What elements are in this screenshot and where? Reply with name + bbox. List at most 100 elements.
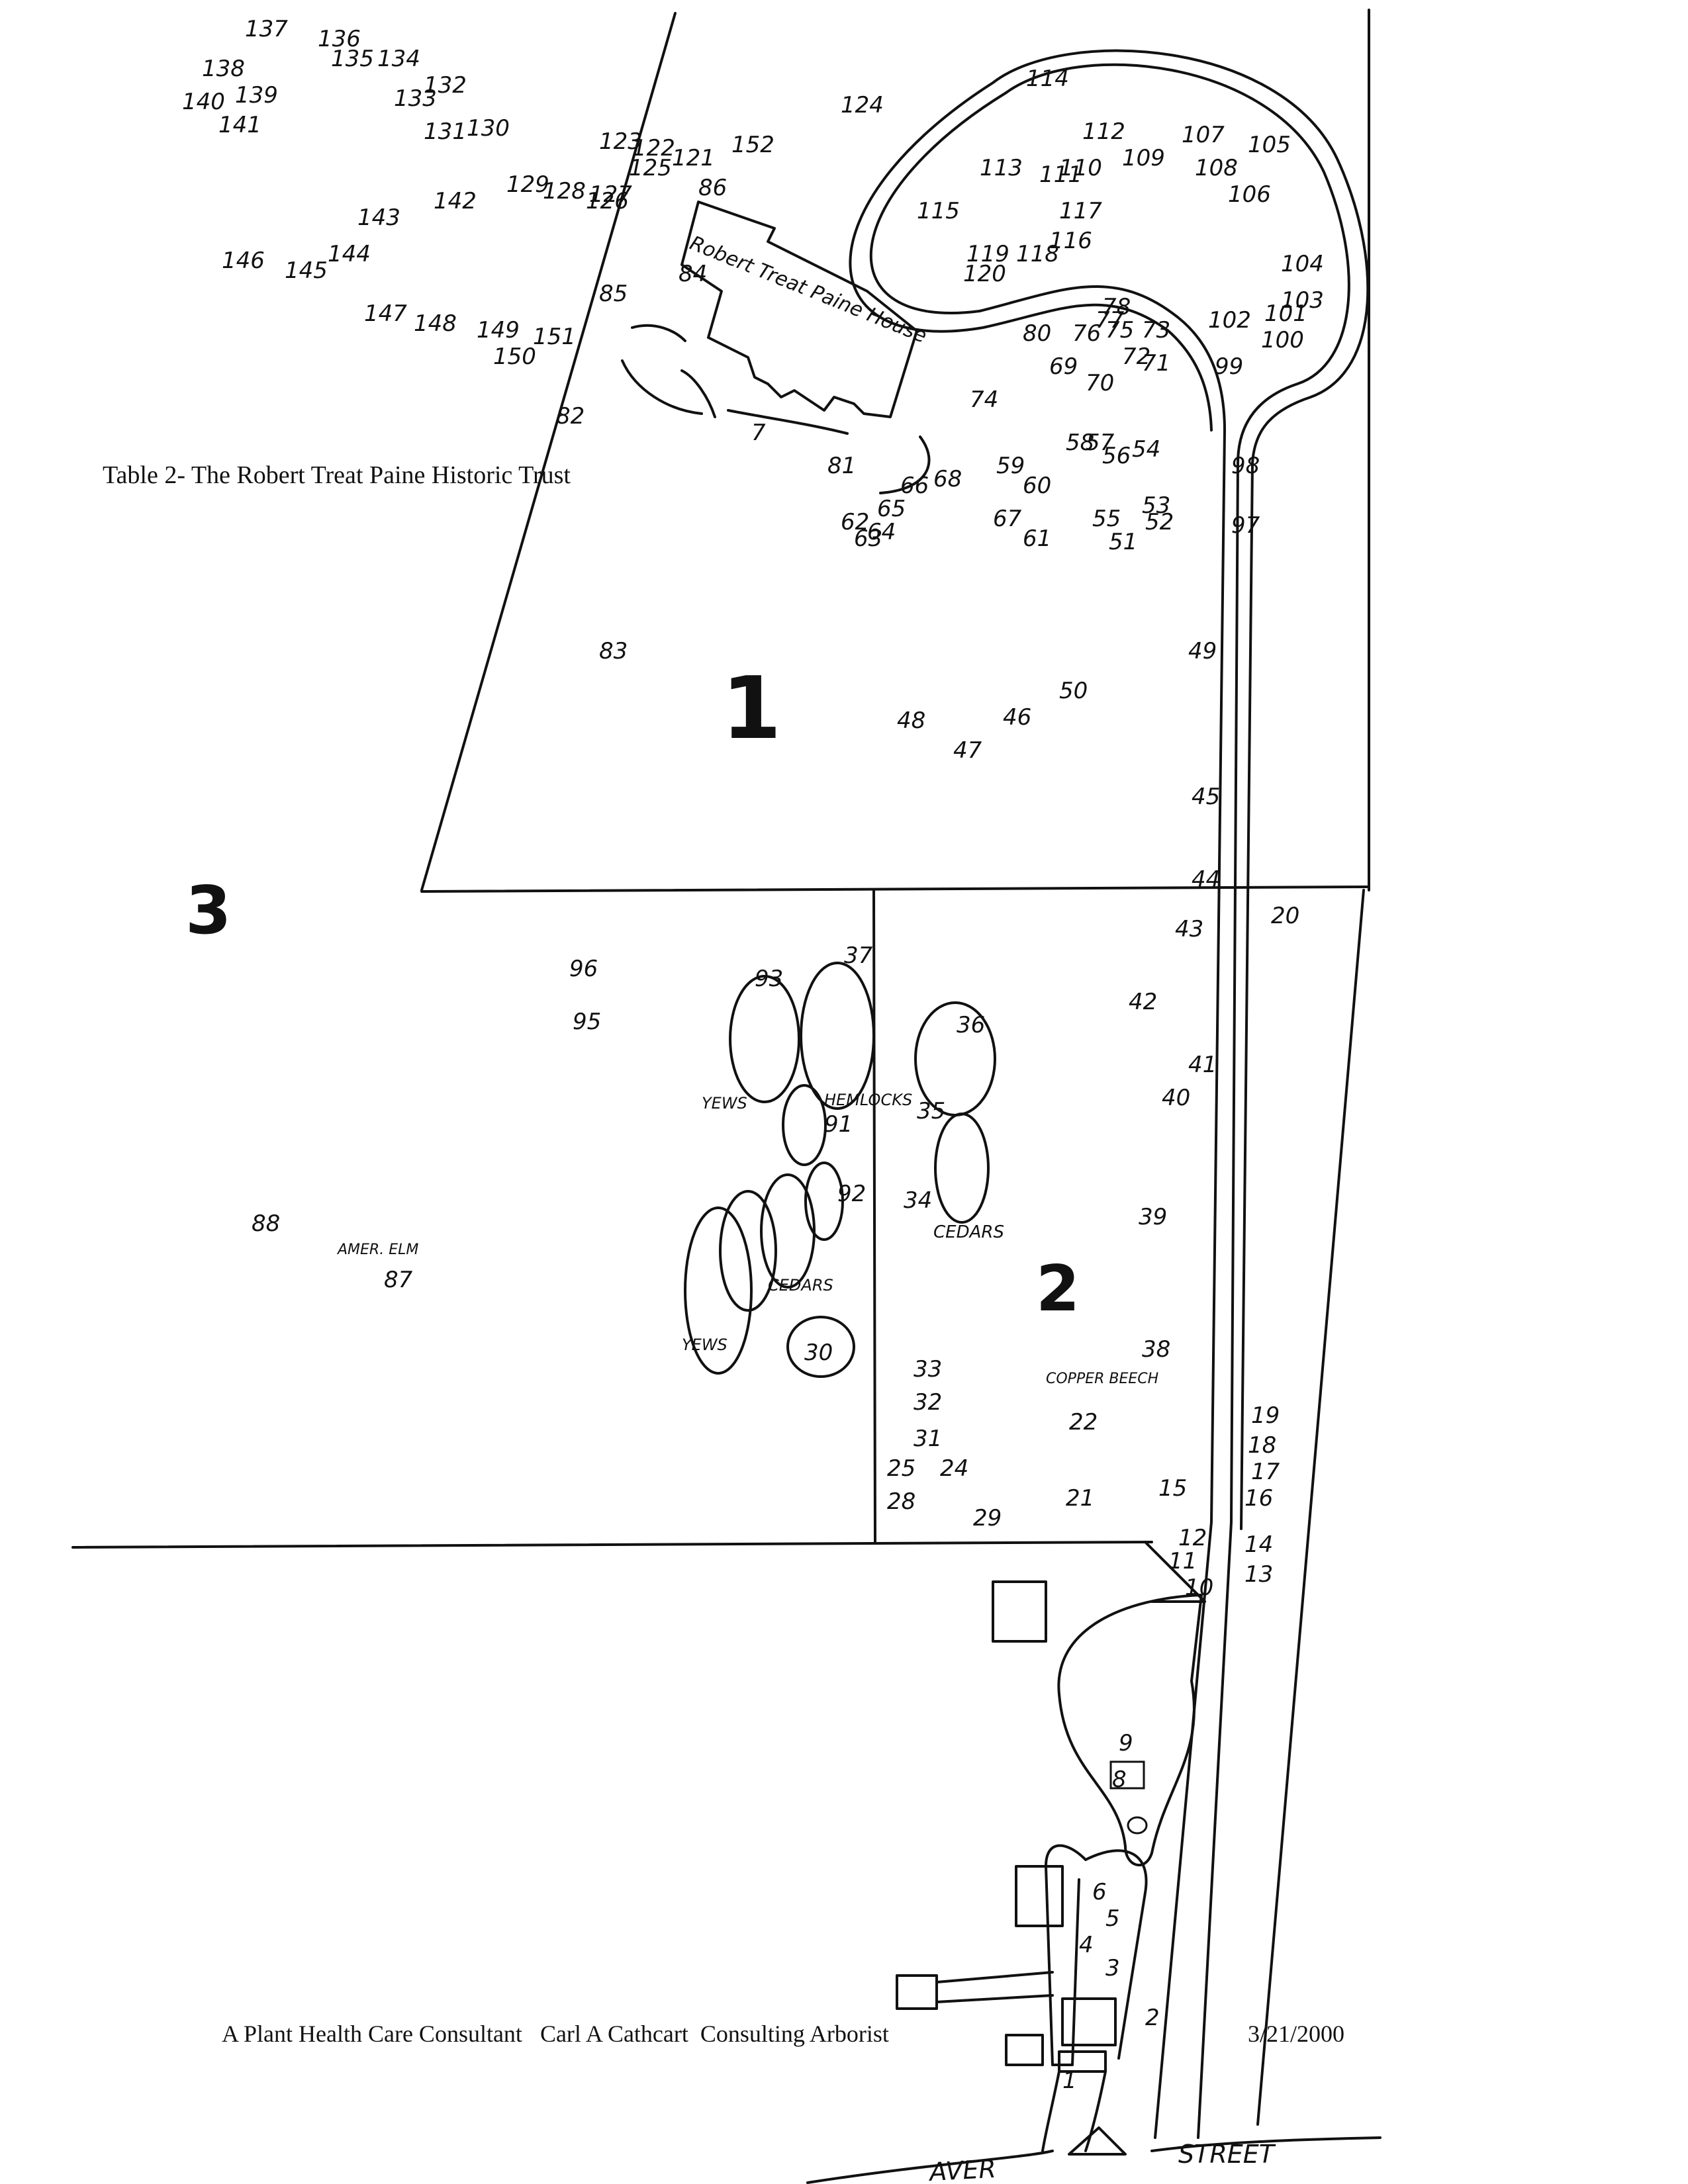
street: [806, 2136, 1382, 2184]
tree-number-34: 34: [904, 1187, 932, 1214]
tree-groups: [684, 962, 996, 1378]
tree-number-128: 128: [543, 178, 586, 205]
tree-number-50: 50: [1059, 678, 1088, 704]
tree-number-58: 58: [1066, 430, 1094, 456]
tree-number-126: 126: [586, 188, 629, 214]
tree-number-73: 73: [1142, 317, 1170, 343]
tree-number-104: 104: [1281, 251, 1324, 277]
tree-number-76: 76: [1072, 320, 1101, 347]
tree-number-141: 141: [218, 112, 261, 138]
robert-treat-paine-house: Robert Treat Paine House: [621, 201, 931, 494]
tree-number-2: 2: [1145, 2005, 1160, 2031]
tree-number-110: 110: [1059, 155, 1102, 181]
tree-number-125: 125: [629, 155, 672, 181]
tree-number-83: 83: [599, 638, 628, 664]
tree-number-45: 45: [1192, 784, 1220, 810]
tree-number-131: 131: [424, 118, 467, 145]
tree-number-51: 51: [1109, 529, 1137, 555]
tree-number-24: 24: [940, 1455, 968, 1482]
tree-number-13: 13: [1244, 1561, 1273, 1588]
tree-number-46: 46: [1003, 704, 1031, 731]
tree-number-114: 114: [1026, 66, 1069, 92]
tree-number-25: 25: [887, 1455, 915, 1482]
tree-number-6: 6: [1092, 1879, 1107, 1905]
tree-number-116: 116: [1049, 228, 1092, 254]
tree-number-28: 28: [887, 1488, 915, 1515]
tree-number-69: 69: [1049, 353, 1078, 380]
tree-number-38: 38: [1142, 1336, 1170, 1363]
tree-number-75: 75: [1105, 317, 1134, 343]
tree-number-71: 71: [1142, 350, 1170, 377]
tree-number-62: 62: [841, 509, 869, 535]
tree-number-70: 70: [1086, 370, 1114, 396]
tree-number-78: 78: [1102, 294, 1131, 320]
tree-number-80: 80: [1023, 320, 1051, 347]
tree-number-115: 115: [917, 198, 960, 224]
tree-number-92: 92: [837, 1181, 866, 1207]
tree-number-43: 43: [1175, 916, 1203, 942]
tree-number-101: 101: [1264, 300, 1307, 327]
tree-number-63: 63: [854, 525, 882, 552]
label-cedars-lower: CEDARS: [768, 1276, 833, 1295]
tree-number-21: 21: [1066, 1485, 1094, 1512]
tree-number-137: 137: [245, 16, 288, 42]
tree-number-140: 140: [182, 89, 225, 115]
tree-number-117: 117: [1059, 198, 1102, 224]
house-label: Robert Treat Paine House: [686, 232, 930, 348]
tree-number-30: 30: [804, 1340, 833, 1366]
tree-number-60: 60: [1023, 473, 1051, 499]
tree-number-40: 40: [1162, 1085, 1190, 1111]
label-cedars-right: CEDARS: [933, 1222, 1004, 1242]
zone-3-label: 3: [185, 872, 232, 949]
tree-number-54: 54: [1132, 436, 1160, 463]
tree-number-77: 77: [1096, 307, 1125, 334]
tree-number-103: 103: [1281, 287, 1324, 314]
tree-number-107: 107: [1182, 122, 1225, 148]
tree-number-74: 74: [970, 387, 998, 413]
tree-number-133: 133: [394, 85, 437, 112]
tree-number-121: 121: [672, 145, 715, 171]
tree-number-10: 10: [1185, 1574, 1213, 1601]
tree-number-97: 97: [1231, 512, 1260, 539]
tree-number-3: 3: [1105, 1955, 1120, 1981]
tree-number-143: 143: [357, 205, 400, 231]
label-amer-elm: AMER. ELM: [336, 1242, 418, 1258]
tree-number-112: 112: [1082, 118, 1125, 145]
tree-number-93: 93: [755, 966, 783, 992]
tree-number-37: 37: [844, 942, 873, 969]
tree-number-88: 88: [252, 1210, 280, 1237]
tree-number-29: 29: [973, 1505, 1002, 1531]
tree-number-132: 132: [424, 72, 467, 99]
tree-number-134: 134: [377, 46, 420, 72]
label-copper-beech: COPPER BEECH: [1046, 1371, 1158, 1387]
tree-number-149: 149: [477, 317, 520, 343]
tree-number-118: 118: [1016, 241, 1059, 267]
tree-number-138: 138: [202, 56, 245, 82]
tree-number-129: 129: [506, 171, 549, 198]
label-yews-lower: YEWS: [682, 1336, 727, 1354]
tree-number-31: 31: [914, 1426, 942, 1452]
tree-number-35: 35: [917, 1098, 945, 1124]
tree-number-84: 84: [679, 261, 707, 287]
tree-number-67: 67: [993, 506, 1022, 532]
tree-number-152: 152: [731, 132, 774, 158]
tree-number-18: 18: [1248, 1432, 1276, 1459]
tree-number-144: 144: [328, 241, 371, 267]
tree-number-4: 4: [1079, 1932, 1094, 1958]
tree-number-19: 19: [1251, 1402, 1280, 1429]
tree-number-15: 15: [1158, 1475, 1187, 1502]
tree-number-52: 52: [1145, 509, 1174, 535]
zone-2-label: 2: [1036, 1253, 1080, 1326]
tree-number-86: 86: [698, 175, 727, 201]
tree-number-100: 100: [1261, 327, 1304, 353]
tree-number-122: 122: [632, 135, 675, 161]
tree-number-85: 85: [599, 281, 628, 307]
tree-number-66: 66: [900, 473, 929, 499]
street-label-left: AVER: [927, 2154, 997, 2184]
tree-number-56: 56: [1102, 443, 1131, 469]
label-hemlocks: HEMLOCKS: [824, 1091, 912, 1109]
zone-1-label: 1: [722, 658, 781, 758]
property-boundaries: [71, 9, 1370, 2126]
